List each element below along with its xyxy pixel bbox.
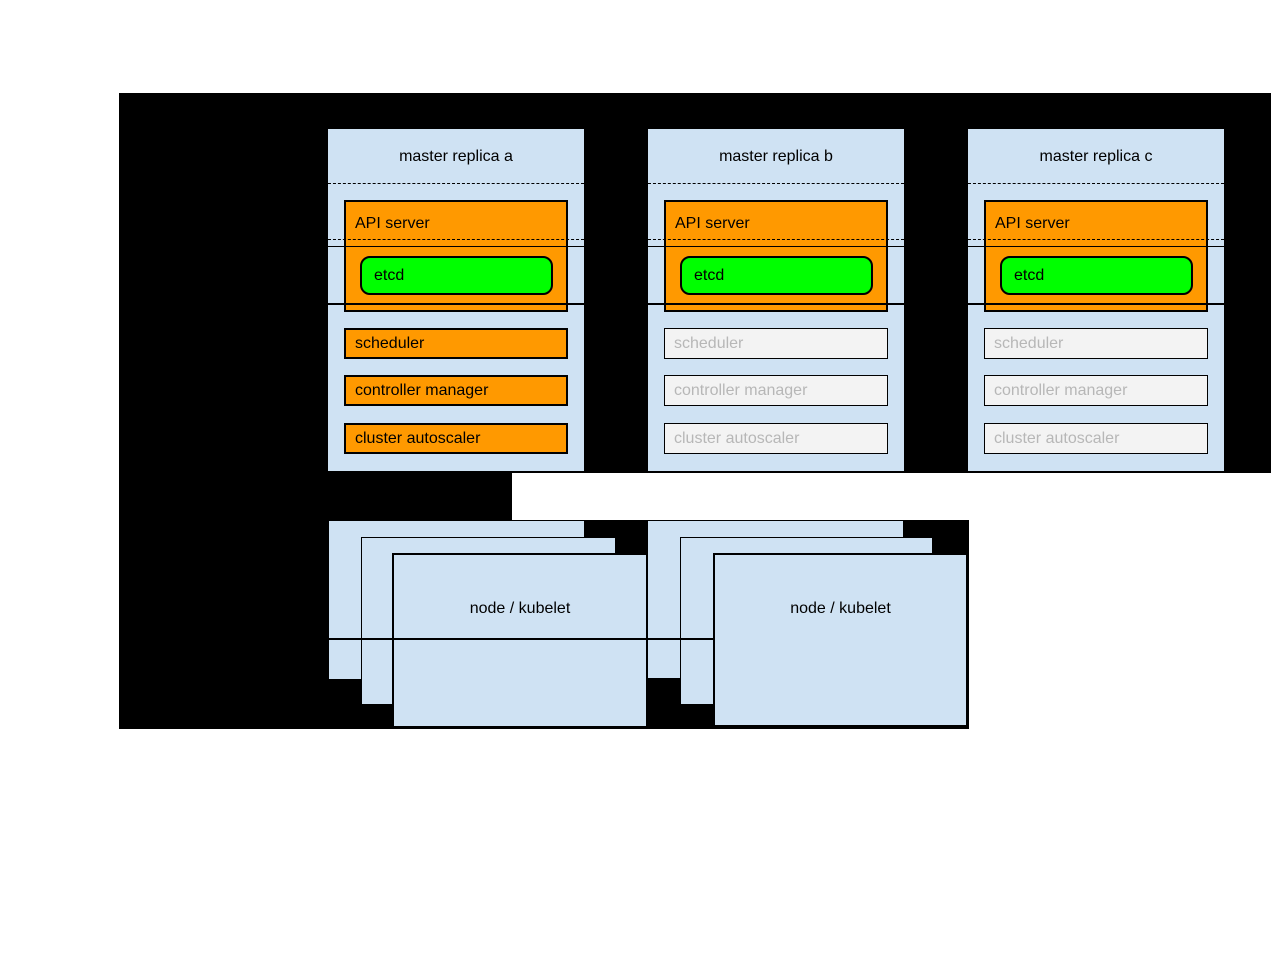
zone-divider-dashed-top bbox=[648, 183, 904, 184]
cluster-autoscaler-label: cluster autoscaler bbox=[674, 429, 800, 447]
scheduler-box: scheduler bbox=[984, 328, 1208, 359]
controller-manager-box: controller manager bbox=[344, 375, 568, 406]
scheduler-label: scheduler bbox=[355, 334, 425, 352]
zone-divider-dashed-middle bbox=[328, 239, 584, 240]
zone-divider-dashed-top bbox=[328, 183, 584, 184]
controller-manager-box: controller manager bbox=[664, 375, 888, 406]
etcd-label: etcd bbox=[1014, 266, 1045, 284]
controller-manager-box: controller manager bbox=[984, 375, 1208, 406]
zone-divider-solid-lower bbox=[648, 303, 904, 305]
scheduler-box: scheduler bbox=[664, 328, 888, 359]
api-server-label: API server bbox=[675, 215, 750, 232]
etcd-box: etcd bbox=[360, 256, 553, 295]
api-server-label: API server bbox=[355, 215, 430, 232]
controller-manager-label: controller manager bbox=[674, 381, 808, 399]
etcd-box: etcd bbox=[680, 256, 873, 295]
master-replica-b-title: master replica b bbox=[719, 148, 833, 165]
zone-divider-solid-lower bbox=[328, 303, 584, 305]
node-kubelet-label: node / kubelet bbox=[790, 600, 891, 617]
controller-manager-label: controller manager bbox=[994, 381, 1128, 399]
etcd-label: etcd bbox=[694, 266, 725, 284]
cluster-autoscaler-label: cluster autoscaler bbox=[994, 429, 1120, 447]
scheduler-label: scheduler bbox=[674, 334, 744, 352]
etcd-label: etcd bbox=[374, 266, 405, 284]
master-replica-b-panel: master replica b API server etcd schedul… bbox=[648, 129, 904, 471]
cluster-autoscaler-box: cluster autoscaler bbox=[664, 423, 888, 454]
zone-divider-dashed-top bbox=[968, 183, 1224, 184]
zone-divider-solid-upper bbox=[648, 246, 904, 247]
zone-divider-solid-upper bbox=[328, 246, 584, 247]
master-replica-c-panel: master replica c API server etcd schedul… bbox=[968, 129, 1224, 471]
cluster-autoscaler-label: cluster autoscaler bbox=[355, 429, 481, 447]
node-stack-2-front: node / kubelet bbox=[713, 553, 968, 727]
zone-divider-dashed-middle bbox=[648, 239, 904, 240]
node-stack-1-front: node / kubelet bbox=[392, 553, 648, 728]
zone-divider-solid-lower bbox=[968, 303, 1224, 305]
node-kubelet-label: node / kubelet bbox=[469, 600, 571, 617]
controller-manager-label: controller manager bbox=[355, 381, 489, 399]
cluster-autoscaler-box: cluster autoscaler bbox=[344, 423, 568, 454]
zone-divider-dashed-middle bbox=[968, 239, 1224, 240]
master-replica-a-panel: master replica a API server etcd schedul… bbox=[328, 129, 584, 471]
master-replica-c-title: master replica c bbox=[1039, 148, 1153, 165]
scheduler-label: scheduler bbox=[994, 334, 1064, 352]
api-server-label: API server bbox=[995, 215, 1070, 232]
etcd-box: etcd bbox=[1000, 256, 1193, 295]
master-replica-a-title: master replica a bbox=[399, 148, 513, 165]
zone-divider-solid-upper bbox=[968, 246, 1224, 247]
node-zone-divider-line bbox=[329, 638, 713, 640]
cluster-autoscaler-box: cluster autoscaler bbox=[984, 423, 1208, 454]
left-connector-background bbox=[119, 473, 512, 520]
scheduler-box: scheduler bbox=[344, 328, 568, 359]
